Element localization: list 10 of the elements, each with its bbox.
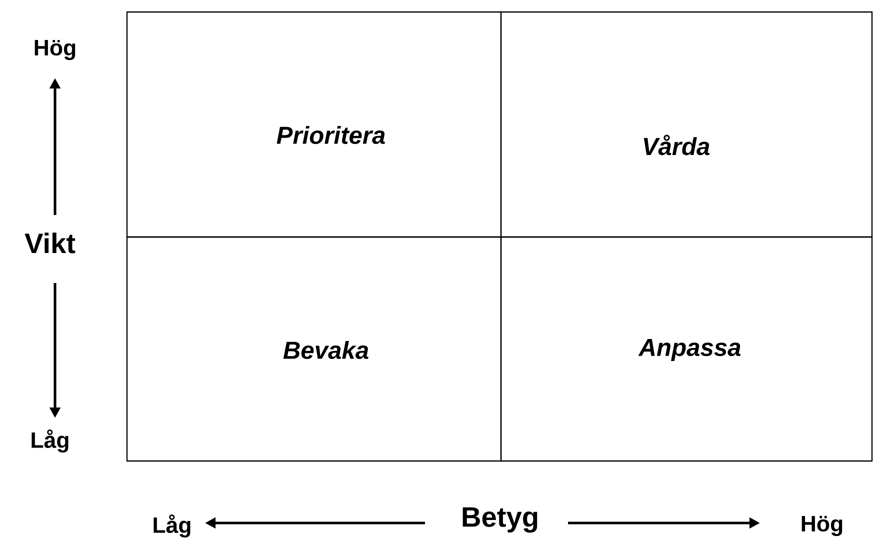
axis-label: Hög [34,40,76,60]
axis-label: Betyg [462,507,538,533]
quadrant-cell: Prioritera [126,11,502,238]
quadrant-cell: Bevaka [126,236,502,462]
axis-label: Vikt [24,232,76,254]
quadrant-cell: Anpassa [500,236,873,462]
axis-label: Hög [802,516,842,536]
axis-label: Låg [154,514,190,538]
quadrant-cell: Vårda [500,11,873,238]
axis-label: Låg [32,429,68,452]
